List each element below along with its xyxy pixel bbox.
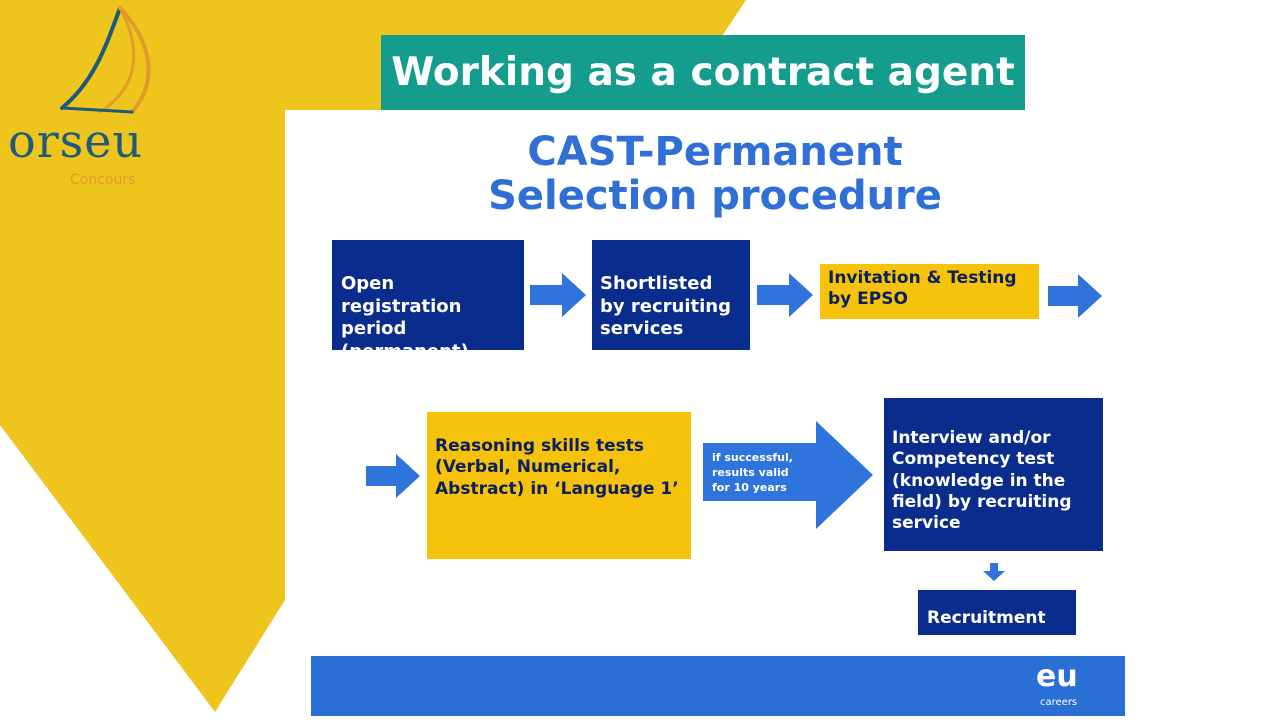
sail-icon xyxy=(60,6,151,114)
interview-test-box: Interview and/or Competency test (knowle… xyxy=(884,398,1103,551)
arrow-note: if successful, results valid for 10 year… xyxy=(712,451,793,494)
shortlisted-label: Shortlisted by recruiting services xyxy=(600,273,731,339)
header-banner: Working as a contract agent xyxy=(381,35,1025,110)
shortlisted-box: Shortlisted by recruiting services xyxy=(592,240,750,350)
reasoning-tests-label: Reasoning skills tests (Verbal, Numerica… xyxy=(435,436,679,499)
logo-subtitle: Concours xyxy=(70,172,136,188)
arrow-right-icon xyxy=(1048,274,1102,318)
slide-title-line1: CAST-Permanent xyxy=(527,129,903,175)
invitation-testing-box: Invitation & Testing by EPSO xyxy=(820,264,1039,319)
orseu-logo: orseu Concours xyxy=(0,0,180,200)
recruitment-box: Recruitment xyxy=(918,590,1076,635)
arrow-right-icon xyxy=(757,273,813,317)
slide-title: CAST-Permanent Selection procedure xyxy=(285,130,1145,218)
arrow-right-icon xyxy=(366,454,420,498)
arrow-down-icon xyxy=(983,563,1005,581)
arrow-right-icon xyxy=(530,273,586,317)
logo-name: orseu xyxy=(8,114,144,168)
slide-title-line2: Selection procedure xyxy=(488,173,942,219)
reasoning-tests-box: Reasoning skills tests (Verbal, Numerica… xyxy=(427,412,691,559)
eu-careers-logo: eu xyxy=(1036,659,1078,694)
open-registration-label: Open registration period (permanent) xyxy=(341,273,469,362)
footer-bar xyxy=(311,656,1125,716)
large-arrow-right-icon xyxy=(703,421,873,529)
recruitment-label: Recruitment xyxy=(927,608,1046,628)
banner-title: Working as a contract agent xyxy=(391,50,1015,95)
eu-careers-subtitle: careers xyxy=(1040,697,1078,708)
open-registration-box: Open registration period (permanent) xyxy=(332,240,524,362)
interview-test-label: Interview and/or Competency test (knowle… xyxy=(892,428,1072,533)
invitation-testing-label: Invitation & Testing by EPSO xyxy=(828,268,1017,310)
